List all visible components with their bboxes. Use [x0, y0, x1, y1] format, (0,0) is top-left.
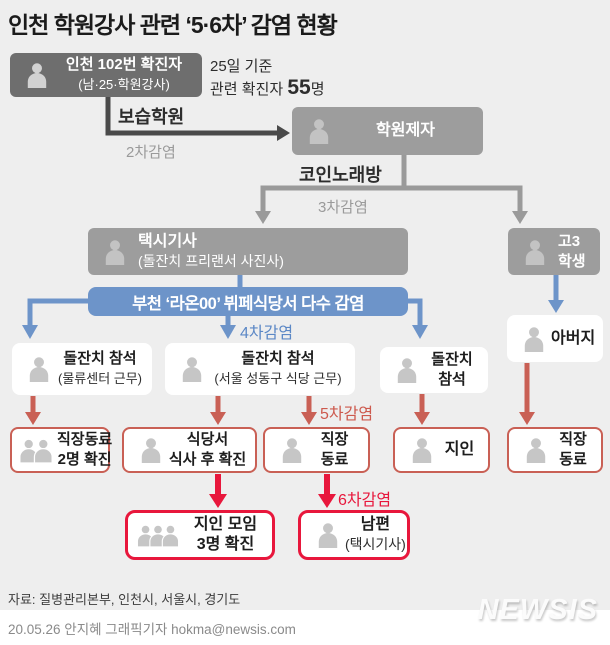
node-party-attendee-3: 돌잔치 참석	[380, 347, 488, 393]
stage2-label: 2차감염	[126, 144, 176, 161]
node-label: 식당서	[186, 431, 229, 449]
person-icon	[102, 239, 128, 265]
node-party-attendee-1: 돌잔치 참석 (물류센터 근무)	[12, 343, 152, 395]
person-icon	[521, 326, 547, 352]
person-icon	[306, 118, 332, 144]
node-label: 지인	[444, 441, 475, 459]
status-summary: 25일 기준 관련 확진자 55명	[210, 56, 325, 100]
page-title: 인천 학원강사 관련 ‘5·6차’ 감염 현황	[8, 12, 338, 38]
connector-stage4	[27, 271, 559, 329]
node-label: 직장	[320, 431, 349, 449]
node-label: 아버지	[551, 329, 596, 347]
connector-stage3	[260, 152, 523, 215]
status-count-line: 관련 확진자 55명	[210, 76, 325, 99]
node-label2: 식사 후 확진	[168, 451, 247, 468]
node-label: 남편	[360, 516, 391, 534]
arrowheads-stage3	[255, 211, 528, 224]
stage4-label: 4차감염	[240, 325, 294, 342]
two-person-icon	[16, 438, 56, 463]
newsis-logo: NEWSIS	[477, 594, 598, 626]
person-icon	[279, 437, 305, 463]
node-label2: 동료	[320, 451, 349, 468]
person-icon	[315, 522, 341, 548]
node-coworkers-confirmed: 직장동료 2명 확진	[10, 427, 113, 473]
arrowheads-stage6	[209, 494, 336, 508]
person-icon	[409, 437, 435, 463]
stage2-place-label: 보습학원	[118, 107, 185, 127]
node-label2: 2명 확진	[57, 451, 112, 468]
node-party-attendee-2: 돌잔치 참석 (서울 성동구 식당 근무)	[165, 343, 355, 395]
node-husband: 남편 (택시기사)	[298, 510, 410, 560]
footer-strip	[0, 610, 610, 645]
node-label2: 3명 확진	[196, 536, 255, 553]
person-icon	[523, 437, 549, 463]
arrowheads-stage4	[22, 300, 564, 339]
node-label: 돌잔치 참석	[241, 350, 315, 368]
arrowheads-stage5	[25, 412, 535, 425]
three-person-icon	[134, 524, 182, 547]
connector-stage6	[215, 474, 330, 495]
node-label: 지인 모임	[193, 516, 258, 534]
node-coworker-left: 직장 동료	[263, 427, 370, 473]
person-icon	[394, 357, 420, 383]
node-restaurant-confirmed: 식당서 식사 후 확진	[122, 427, 257, 473]
node-acquaintance: 지인	[393, 427, 490, 473]
node-index-case: 인천 102번 확진자 (남·25·학원강사)	[10, 53, 202, 97]
person-icon	[138, 437, 164, 463]
stage3-label: 3차감염	[318, 199, 368, 216]
credit-line: 20.05.26 안지혜 그래픽기자 hokma@newsis.com	[8, 622, 296, 637]
node-label: 직장	[559, 431, 587, 449]
stage3-place-label: 코인노래방	[299, 165, 382, 185]
node-label: 고3	[558, 232, 581, 250]
node-sublabel: (남·25·학원강사)	[78, 77, 170, 92]
node-label: 인천 102번 확진자	[65, 56, 183, 74]
node-hs-student: 고3 학생	[508, 228, 600, 275]
node-sublabel: (돌잔치 프리랜서 사진사)	[138, 252, 284, 269]
stage5-label: 5차감염	[320, 406, 374, 423]
person-icon	[24, 62, 50, 88]
node-sublabel: (택시기사)	[345, 536, 406, 552]
node-label: 직장동료	[57, 431, 113, 449]
connector-stage2	[105, 94, 280, 136]
node-label: 돌잔치 참석	[63, 350, 137, 368]
person-icon	[522, 239, 548, 265]
stage6-label: 6차감염	[338, 492, 392, 509]
buffet-banner: 부천 ‘라온00’ 뷔페식당서 다수 감염	[88, 287, 408, 316]
source-line: 자료: 질병관리본부, 인천시, 서울시, 경기도	[8, 592, 241, 607]
connector-stage5	[30, 363, 530, 413]
status-date: 25일 기준	[210, 58, 273, 75]
person-icon	[179, 356, 205, 382]
node-friend-meeting: 지인 모임 3명 확진	[125, 510, 275, 560]
node-sublabel: (서울 성동구 식당 근무)	[214, 371, 342, 386]
node-label2: 학생	[558, 252, 586, 270]
node-label: 돌잔치	[431, 351, 473, 369]
arrowhead-stage2	[277, 125, 290, 141]
node-taxi-driver: 택시기사 (돌잔치 프리랜서 사진사)	[88, 228, 408, 275]
node-label2: 동료	[559, 451, 587, 468]
node-father: 아버지	[507, 315, 603, 362]
node-label2: 참석	[438, 371, 466, 388]
confirmed-count: 55	[287, 76, 311, 99]
node-academy-student: 학원제자	[292, 107, 483, 155]
person-icon	[26, 356, 52, 382]
node-coworker-right: 직장 동료	[507, 427, 603, 473]
node-sublabel: (물류센터 근무)	[57, 371, 143, 386]
node-label: 학원제자	[376, 122, 435, 140]
node-label: 택시기사	[138, 232, 197, 250]
